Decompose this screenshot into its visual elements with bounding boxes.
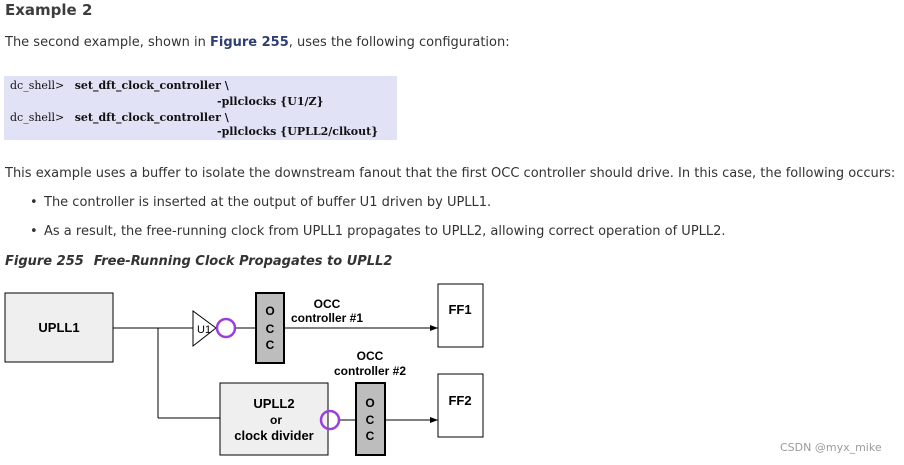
occ2-block <box>355 382 386 456</box>
code-line-2: -pllclocks {U1/Z} <box>217 95 324 108</box>
upll1-block <box>4 292 114 363</box>
upll2-label-line1: UPLL2 <box>253 396 294 411</box>
upll2-label-line3: clock divider <box>234 428 313 443</box>
code-prompt: dc_shell> <box>10 79 65 92</box>
code-option: -pllclocks {UPLL2/clkout} <box>217 125 379 138</box>
code-line-4: -pllclocks {UPLL2/clkout} <box>217 125 378 138</box>
figure-title: Free-Running Clock Propagates to UPLL2 <box>93 254 393 269</box>
clock-diagram: UPLL1 U1 O C C OCC controller #1 FF1 OCC… <box>4 283 484 456</box>
intro-after: , uses the following configuration: <box>288 35 510 50</box>
ff1-block <box>437 283 484 348</box>
arrowhead-ff1 <box>430 325 438 331</box>
occ1-letter: C <box>266 322 275 336</box>
insertion-point-marker-2 <box>319 409 341 431</box>
occ1-letter: C <box>266 338 275 352</box>
occ1-block <box>255 292 285 364</box>
arrowhead-ff2 <box>430 417 438 423</box>
figure-number: Figure 255 <box>5 254 84 269</box>
code-block: dc_shell> set_dft_clock_controller \ -pl… <box>4 76 397 140</box>
upll2-block <box>219 382 329 456</box>
buffer-u1-icon <box>192 310 217 348</box>
code-command: set_dft_clock_controller \ <box>74 111 229 124</box>
insertion-point-marker-1 <box>215 317 237 339</box>
code-line-1: dc_shell> set_dft_clock_controller \ <box>10 79 229 92</box>
figure-link[interactable]: Figure 255 <box>209 35 289 50</box>
occ1-label-line1: OCC <box>314 297 341 311</box>
occ2-label-line1: OCC <box>357 349 384 363</box>
figure-caption: Figure 255 Free-Running Clock Propagates … <box>5 254 392 269</box>
code-prompt: dc_shell> <box>10 111 65 124</box>
description-paragraph: This example uses a buffer to isolate th… <box>5 166 896 181</box>
occ2-label-line2: controller #2 <box>334 364 406 378</box>
code-option: -pllclocks {U1/Z} <box>217 95 324 108</box>
intro-before: The second example, shown in <box>5 35 210 50</box>
buffer-u1-label: U1 <box>197 324 211 336</box>
occ2-letter: C <box>366 413 375 427</box>
upll1-label: UPLL1 <box>38 320 79 335</box>
occ2-letter: O <box>365 396 374 410</box>
occ1-letter: O <box>265 304 274 318</box>
upll2-label-line2: or <box>270 413 282 427</box>
list-item-text: The controller is inserted at the output… <box>44 195 492 210</box>
occ2-letter: C <box>366 429 375 443</box>
ff1-label: FF1 <box>448 302 471 317</box>
occ1-label-line2: controller #1 <box>291 311 363 325</box>
ff2-block <box>437 373 484 438</box>
watermark: CSDN @myx_mike <box>780 441 882 454</box>
ff2-label: FF2 <box>448 393 471 408</box>
list-item: • As a result, the free-running clock fro… <box>30 224 726 239</box>
wires <box>113 327 438 421</box>
code-command: set_dft_clock_controller \ <box>74 79 229 92</box>
code-line-3: dc_shell> set_dft_clock_controller \ <box>10 111 229 124</box>
bullet-dot: • <box>30 195 38 210</box>
section-heading: Example 2 <box>5 1 93 19</box>
bullet-dot: • <box>30 224 38 239</box>
list-item: • The controller is inserted at the outpu… <box>30 195 491 210</box>
list-item-text: As a result, the free-running clock from… <box>44 224 726 239</box>
intro-text: The second example, shown in Figure 255,… <box>5 35 510 50</box>
